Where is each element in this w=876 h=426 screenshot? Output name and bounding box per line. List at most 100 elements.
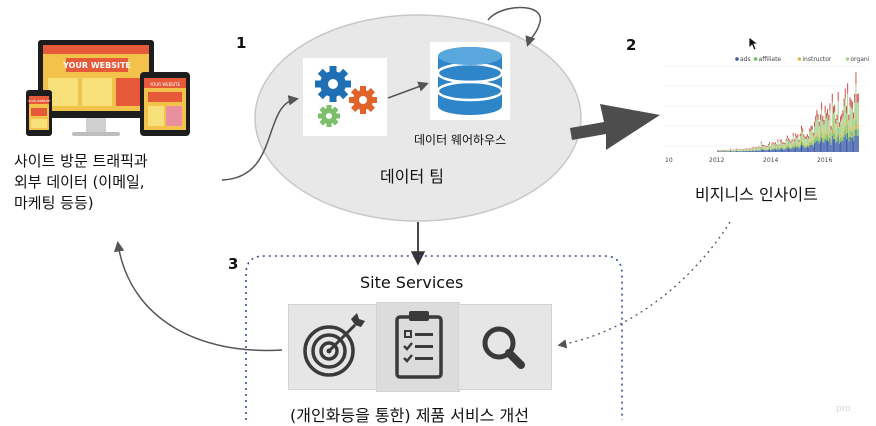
chart-bar-ads xyxy=(838,135,839,152)
business-insight-chart: adsaffiliateinstructororganicseo10201220… xyxy=(663,52,869,168)
chart-bar-seo xyxy=(754,148,755,149)
chart-bar-organic xyxy=(758,147,759,149)
phone-screen-text: YOUR WEBSITE xyxy=(28,99,51,103)
chart-bar-organic xyxy=(723,150,724,151)
chart-bar-organic xyxy=(847,94,848,119)
chart-bar-seo xyxy=(853,113,854,119)
chart-bar-instructor xyxy=(841,134,842,137)
chart-bar-instructor xyxy=(784,148,785,149)
chart-bar-organic xyxy=(800,136,801,143)
chart-bar-ads xyxy=(835,143,836,152)
chart-bar-affiliate xyxy=(787,145,788,147)
chart-bar-organic xyxy=(852,109,853,128)
chart-bar-seo xyxy=(842,110,843,116)
chart-bar-ads xyxy=(781,149,782,152)
search-icon xyxy=(459,305,551,389)
chart-bar-instructor xyxy=(839,138,840,140)
chart-bar-ads xyxy=(755,151,756,152)
chart-bar-affiliate xyxy=(784,148,785,149)
chart-bar-organic xyxy=(802,132,803,141)
chart-bar-affiliate xyxy=(764,149,765,150)
chart-bar-ads xyxy=(818,141,819,152)
database-icon xyxy=(430,42,510,120)
chart-bar-ads xyxy=(776,150,777,152)
checklist-icon xyxy=(377,303,459,391)
chart-bar-affiliate xyxy=(825,133,826,139)
chart-bar-instructor xyxy=(797,143,798,144)
chart-bar-seo xyxy=(857,94,858,103)
chart-bar-affiliate xyxy=(821,132,822,138)
chart-bar-instructor xyxy=(848,134,849,137)
chart-bar-organic xyxy=(848,120,849,134)
chart-bar-affiliate xyxy=(763,149,764,150)
chart-bar-affiliate xyxy=(797,145,798,147)
chart-bar-ads xyxy=(810,145,811,152)
chart-bar-organic xyxy=(722,150,723,151)
chart-bar-ads xyxy=(782,149,783,152)
chart-bar-organic xyxy=(749,149,750,150)
chart-bar-seo xyxy=(822,116,823,121)
chart-bar-organic xyxy=(781,141,782,146)
chart-bar-seo xyxy=(792,139,793,141)
chart-bar-instructor xyxy=(818,134,819,137)
chart-bar-seo xyxy=(821,103,822,110)
chart-bar-organic xyxy=(755,148,756,150)
chart-bar-affiliate xyxy=(802,143,803,146)
chart-bar-organic xyxy=(845,98,846,121)
chart-bar-organic xyxy=(809,132,810,141)
chart-bar-organic xyxy=(737,150,738,151)
chart-bar-instructor xyxy=(768,148,769,149)
chart-bar-affiliate xyxy=(775,148,776,149)
chart-bar-seo xyxy=(774,143,775,144)
chart-bar-ads xyxy=(813,147,814,152)
chart-bar-ads xyxy=(832,136,833,152)
chart-bar-instructor xyxy=(854,124,855,129)
chart-bar-ads xyxy=(858,136,859,152)
chart-bar-ads xyxy=(754,151,755,152)
chart-bar-organic xyxy=(736,149,737,150)
chart-bar-organic xyxy=(819,126,820,137)
chart-bar-organic xyxy=(788,140,789,145)
chart-bar-ads xyxy=(825,139,826,152)
chart-bar-organic xyxy=(754,148,755,150)
chart-bar-ads xyxy=(839,144,840,152)
chart-bar-organic xyxy=(764,146,765,148)
chart-bar-affiliate xyxy=(769,148,770,149)
chart-bar-organic xyxy=(797,137,798,144)
checklist-icon-tile xyxy=(376,302,460,392)
chart-bar-seo xyxy=(809,129,810,133)
chart-bar-affiliate xyxy=(833,134,834,139)
chart-bar-ads xyxy=(726,151,727,152)
chart-bar-affiliate xyxy=(783,148,784,149)
chart-bar-instructor xyxy=(813,143,814,145)
chart-bar-affiliate xyxy=(754,150,755,151)
chart-bar-seo xyxy=(810,126,811,130)
chart-bar-affiliate xyxy=(788,146,789,148)
chart-bar-organic xyxy=(745,149,746,150)
chart-bar-seo xyxy=(818,114,819,120)
chart-bar-affiliate xyxy=(756,150,757,151)
chart-bar-instructor xyxy=(774,148,775,149)
chart-bar-instructor xyxy=(782,147,783,148)
chart-bar-organic xyxy=(777,141,778,146)
chart-bar-ads xyxy=(784,149,785,152)
x-tick-label: 10 xyxy=(665,157,673,164)
chart-bar-seo xyxy=(790,141,791,143)
chart-bar-seo xyxy=(780,140,781,142)
chart-bar-ads xyxy=(833,139,834,152)
chart-bar-organic xyxy=(851,107,852,126)
tablet-icon: YOUR WEBSITE xyxy=(140,72,190,136)
chart-bar-organic xyxy=(766,147,767,149)
chart-bar-affiliate xyxy=(842,135,843,140)
chart-bar-affiliate xyxy=(803,145,804,147)
chart-bar-affiliate xyxy=(835,139,836,143)
chart-bar-affiliate xyxy=(812,141,813,144)
chart-bar-ads xyxy=(845,134,846,152)
chart-bar-organic xyxy=(792,141,793,146)
chart-bar-affiliate xyxy=(751,150,752,151)
chart-bar-affiliate xyxy=(837,137,838,142)
chart-bar-ads xyxy=(820,141,821,152)
chart-bar-seo xyxy=(826,113,827,119)
chart-bar-affiliate xyxy=(779,149,780,150)
chart-bar-seo xyxy=(858,94,859,103)
